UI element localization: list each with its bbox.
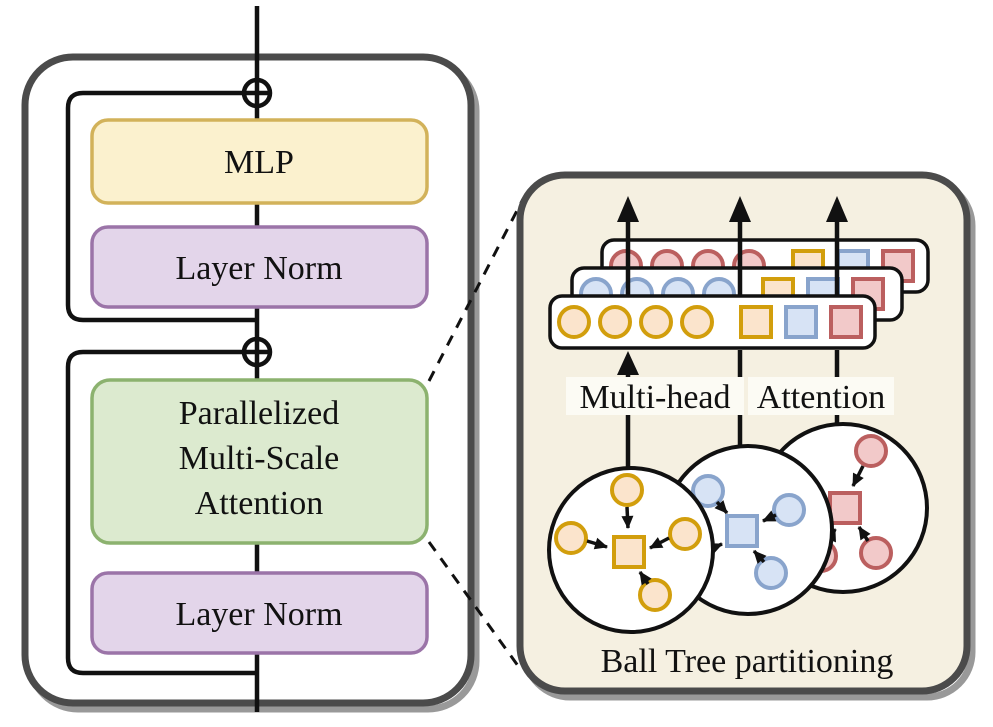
transformer-block-panel: MLP Layer Norm Parallelized Multi-Scale … [21, 6, 480, 713]
up-arrowhead-into-row [617, 351, 639, 375]
aggregation-arrow [851, 465, 865, 487]
multihead-caption: Multi-head Attention [566, 377, 894, 416]
mlp-block [90, 118, 429, 205]
aggregation-arrow [586, 537, 608, 550]
blue-node [754, 556, 788, 590]
yellow-center-square [612, 535, 646, 569]
red-node [859, 536, 893, 570]
red-center-square [828, 491, 862, 525]
zoom-link-dashed-top [427, 198, 525, 382]
caption-word-bg [748, 377, 894, 415]
aggregation-arrow [638, 571, 652, 586]
token-rows-front [548, 294, 877, 350]
mlp-label: MLP [224, 144, 294, 181]
layer-norm-bottom-label: Layer Norm [175, 596, 342, 633]
aggregation-arrow [762, 510, 777, 523]
parallelized-attention-block [90, 378, 429, 545]
yellow-node [610, 473, 644, 507]
caption-word-bg [566, 377, 744, 415]
add-icon-top [241, 77, 273, 109]
token-yellow-circle [598, 305, 632, 339]
aggregation-arrow [621, 506, 634, 529]
skip-connection-bottom [65, 349, 257, 676]
blue-node [691, 474, 725, 508]
zoom-link-dashed-bottom [427, 541, 523, 671]
up-arrowhead-3 [826, 196, 848, 222]
token-yellow-square [739, 305, 773, 339]
attention-label-line3: Attention [195, 485, 323, 522]
aggregation-arrow [714, 500, 729, 515]
skip-connection-top [65, 90, 257, 323]
caption-word-attention: Attention [757, 379, 885, 416]
layer-norm-bottom-block [90, 571, 429, 655]
token-yellow-circle [680, 305, 714, 339]
layer-norm-top-label: Layer Norm [175, 250, 342, 287]
attention-label-line1: Parallelized [179, 395, 339, 432]
ball-tree-caption: Ball Tree partitioning [601, 643, 894, 680]
aggregation-arrow [857, 526, 871, 542]
yellow-node [554, 521, 588, 555]
yellow-node [638, 578, 672, 612]
aggregation-arrow [752, 549, 767, 564]
token-yellow-circle [557, 305, 591, 339]
layer-norm-top-block [90, 225, 429, 309]
yellow-node [668, 517, 702, 551]
red-node [854, 434, 888, 468]
add-icon-bottom [241, 336, 273, 368]
blue-center-square [725, 514, 759, 548]
ball-tree-detail-panel: Multi-head Attention [516, 171, 976, 701]
blue-node [772, 493, 806, 527]
token-red-square [829, 305, 863, 339]
up-arrowhead-2 [729, 196, 751, 222]
ball-yellow [547, 466, 715, 634]
up-arrowhead-1 [617, 196, 639, 222]
attention-label-line2: Multi-Scale [179, 440, 340, 477]
aggregation-arrow [649, 536, 670, 550]
token-blue-square [784, 305, 818, 339]
token-yellow-circle [639, 305, 673, 339]
caption-word-multihead: Multi-head [579, 379, 730, 416]
